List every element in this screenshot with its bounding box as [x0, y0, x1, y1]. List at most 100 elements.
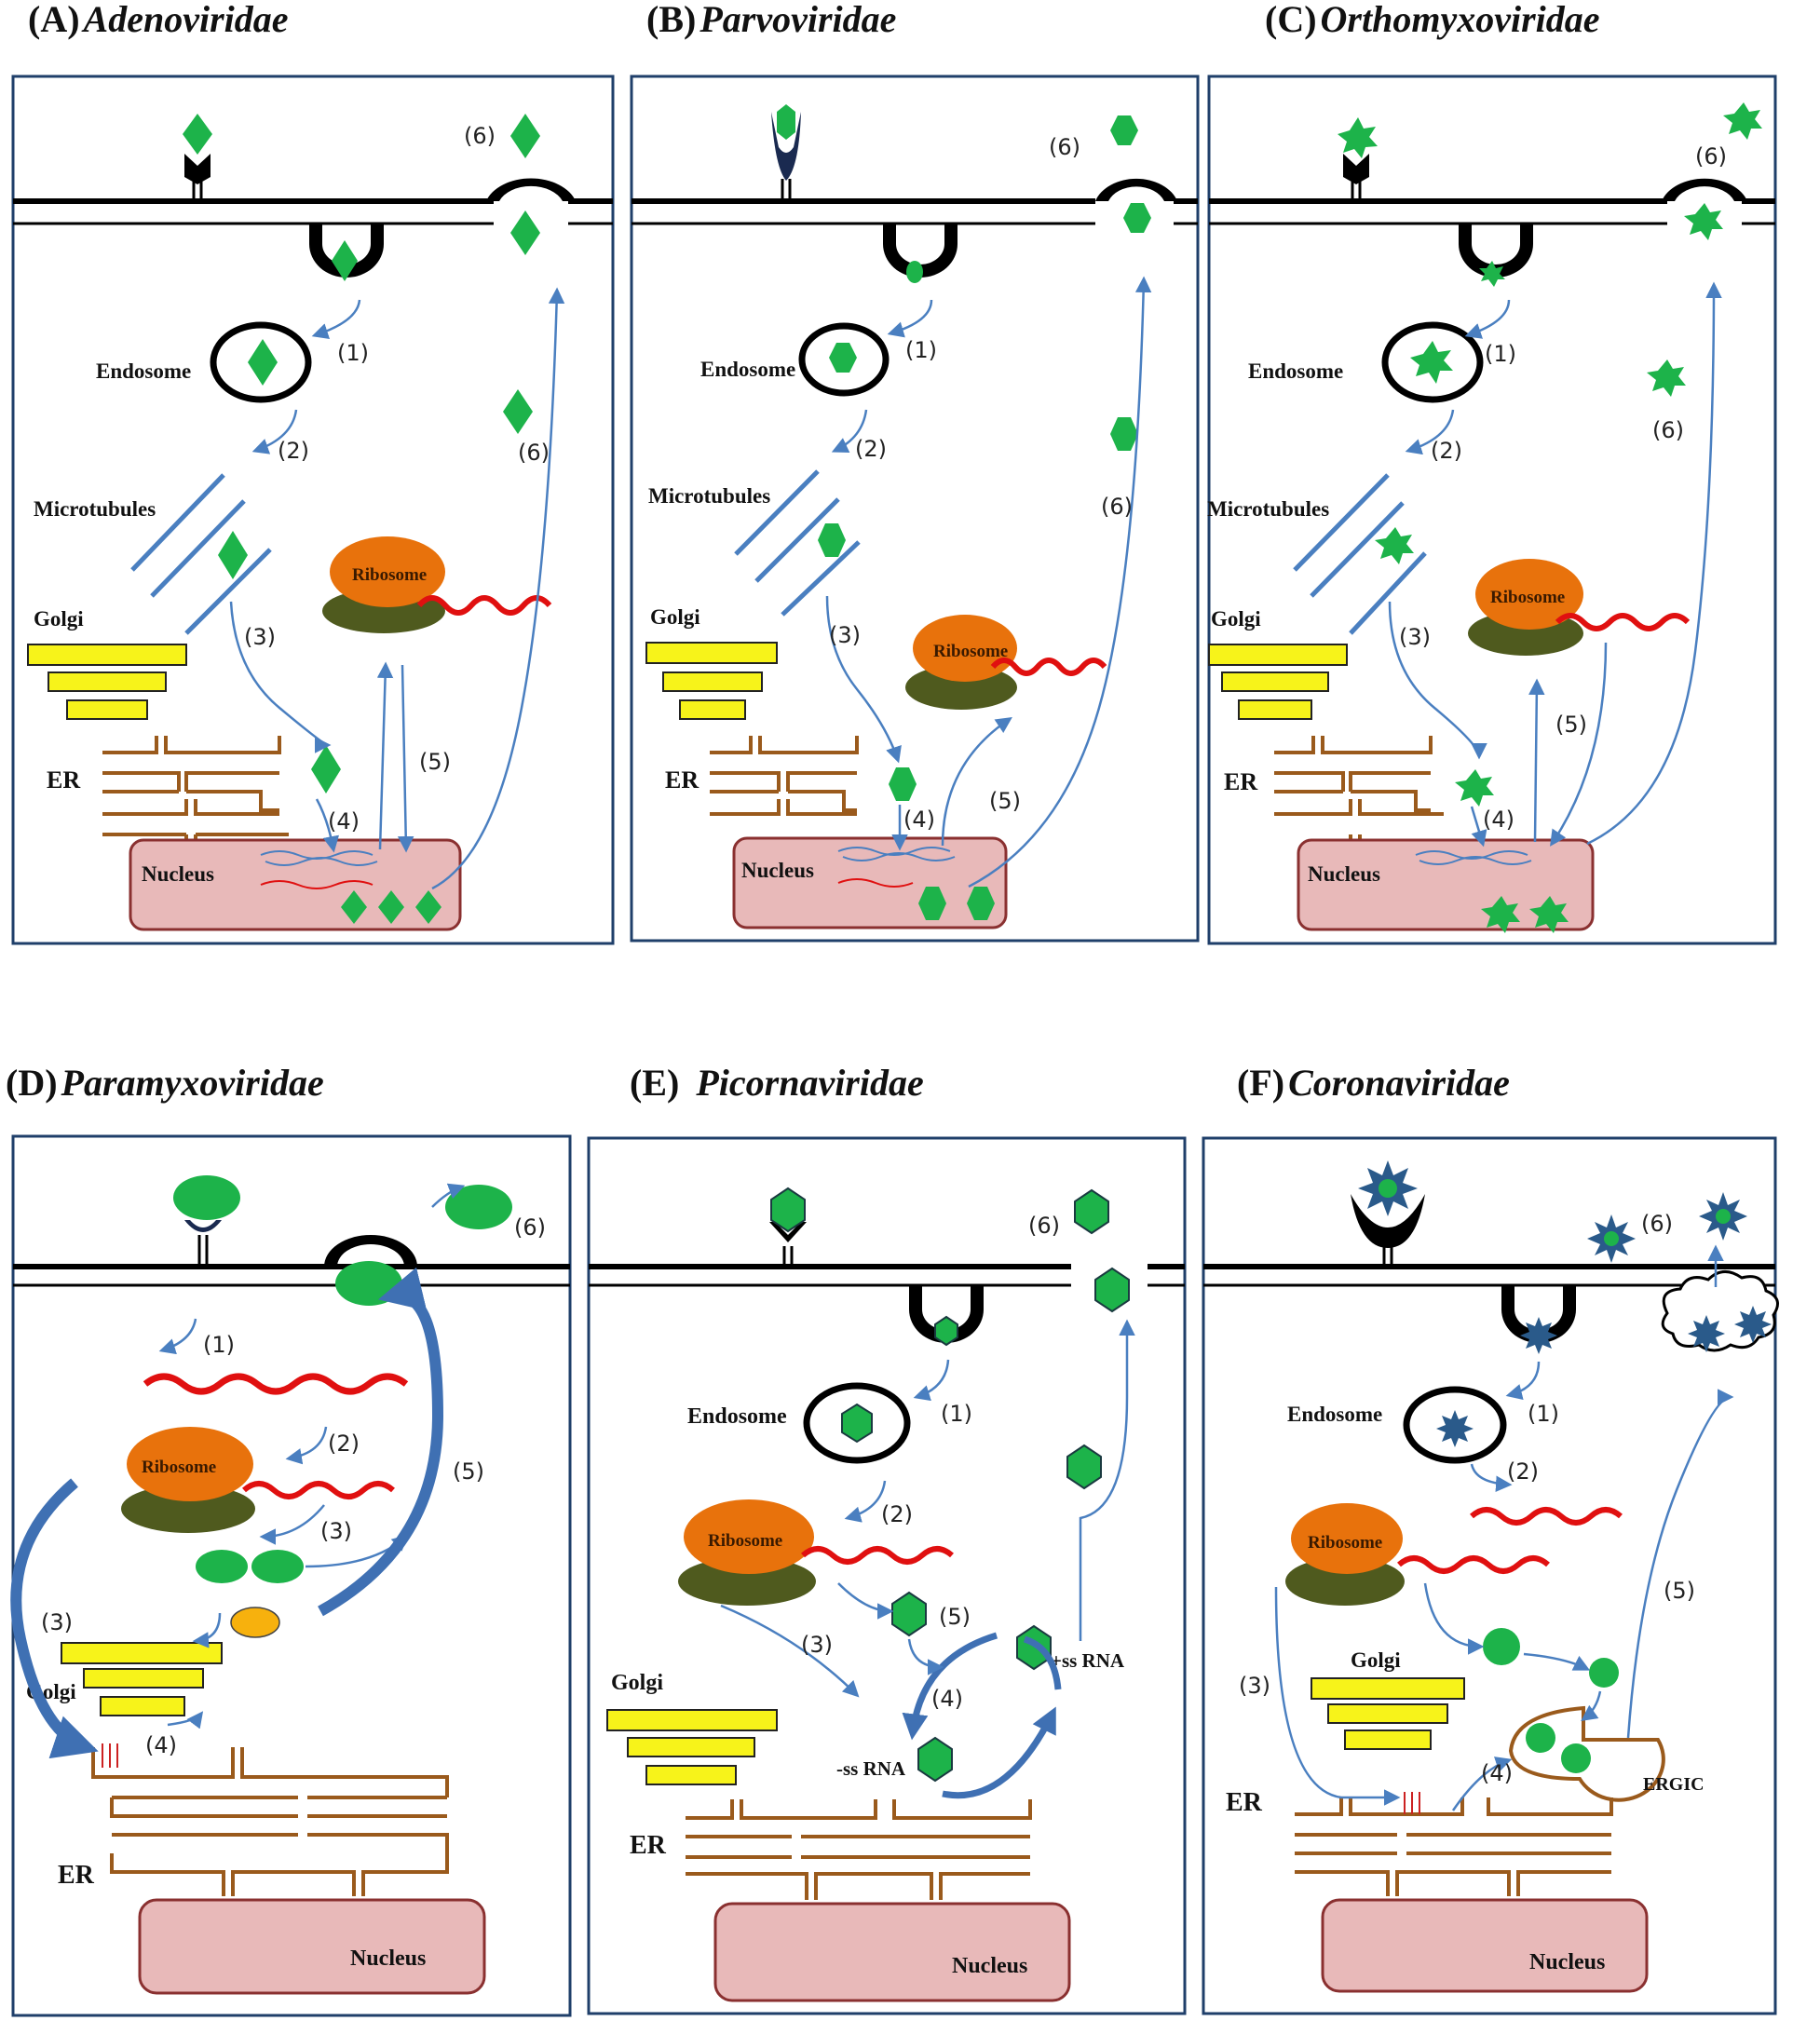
virus-particle — [1684, 203, 1723, 240]
step-3-label: (3) — [1239, 1673, 1270, 1699]
step-1-label: (1) — [1528, 1401, 1559, 1427]
nucleus-label: Nucleus — [1308, 862, 1380, 886]
step-4-label: (4) — [328, 808, 360, 834]
er-label: ER — [665, 766, 699, 793]
virus-particle — [841, 1403, 873, 1444]
virus-particle — [934, 1315, 958, 1347]
step-3-label: (3) — [320, 1518, 352, 1544]
receptor — [1351, 1194, 1425, 1267]
pathway-arrows — [720, 1319, 1135, 1698]
step-3-label: (3) — [244, 624, 276, 650]
virus-particle — [510, 210, 540, 255]
er-ribosomes — [1404, 1792, 1420, 1814]
viral-mrna-nuclear — [837, 878, 914, 888]
pathway-arrows — [1388, 281, 1722, 848]
step-6-label: (6) — [1049, 134, 1080, 160]
golgi — [645, 642, 778, 720]
step-6-label: (6) — [464, 123, 496, 149]
virus-particle — [183, 114, 212, 155]
ribosome-label: Ribosome — [352, 565, 427, 585]
virus-particle — [1436, 1410, 1474, 1447]
plasma-membrane — [589, 1264, 1185, 1287]
virus-particle — [917, 1736, 953, 1783]
er-ribosomes — [102, 1743, 118, 1768]
replication-cycle-arrow — [942, 1706, 1056, 1799]
replication-cycle-arrow — [1023, 1635, 1062, 1690]
virus-particle — [906, 261, 923, 283]
step-2-label: (2) — [881, 1501, 913, 1527]
er-label: ER — [630, 1831, 667, 1860]
endocytic-pit — [1501, 1285, 1576, 1343]
step-2-label: (2) — [328, 1431, 360, 1457]
mrna — [416, 595, 552, 616]
virus-particle — [173, 1175, 240, 1220]
ribosome-label: Ribosome — [708, 1531, 782, 1551]
virus-particle — [1110, 417, 1138, 451]
er-label: ER — [58, 1861, 95, 1890]
microtubules-label: Microtubules — [648, 484, 770, 508]
golgi-label: Golgi — [34, 607, 84, 631]
mrna — [242, 1481, 395, 1499]
step-5-label: (5) — [989, 788, 1021, 814]
er-label: ER — [1224, 768, 1257, 795]
pathway-arrows — [158, 1183, 466, 1729]
step-6-label: (6) — [1641, 1211, 1673, 1237]
golgi-label: Golgi — [611, 1671, 663, 1695]
virus-particle — [1723, 102, 1762, 140]
viral-rna — [143, 1373, 409, 1395]
virus-particle — [829, 343, 857, 373]
virus-particle — [1410, 341, 1453, 384]
virus-particle — [332, 240, 358, 281]
viral-protein — [1561, 1743, 1591, 1773]
viral-rna — [1470, 1507, 1623, 1526]
ribosome-large-subunit — [684, 1499, 814, 1574]
panel-a-title: (A) Adenoviridae — [28, 0, 289, 40]
viral-dna — [837, 847, 951, 856]
glycoprotein-vesicle — [230, 1607, 280, 1638]
nucleus — [138, 1898, 486, 1995]
step-5-label: (5) — [453, 1458, 484, 1485]
plasma-membrane — [13, 1264, 570, 1287]
ergic-label: ERGIC — [1643, 1774, 1705, 1795]
progeny-virions — [341, 890, 441, 924]
nucleus-label: Nucleus — [142, 862, 214, 886]
step-4-label: (4) — [903, 807, 935, 833]
step-6b-label: (6) — [1101, 494, 1133, 520]
endosome — [1403, 1386, 1507, 1464]
plasma-membrane — [1203, 1264, 1775, 1287]
mrna — [1397, 1555, 1550, 1574]
ribosome-small-subunit — [678, 1557, 816, 1606]
pathway-arrows — [1274, 1244, 1734, 1811]
cell-boundary — [1207, 75, 1777, 945]
microtubules-label: Microtubules — [34, 497, 156, 521]
step-6b-label: (6) — [518, 440, 550, 466]
virus-particle — [503, 389, 533, 434]
panel-b: (B) Parvoviridae Endosome Microtubules G… — [630, 0, 1200, 943]
panel-c: (C) Orthomyxoviridae Endosome Microtubul… — [1207, 0, 1777, 945]
step-3b-label: (3) — [41, 1609, 73, 1635]
ribosome-small-subunit — [1285, 1557, 1405, 1606]
step-6-label: (6) — [514, 1214, 546, 1241]
virus-particle — [889, 767, 917, 801]
viral-protein — [196, 1550, 248, 1583]
virus-particle — [1123, 203, 1151, 233]
mrna — [990, 658, 1107, 676]
virus-particle — [777, 104, 795, 140]
golgi — [27, 644, 187, 720]
step-1-label: (1) — [905, 337, 937, 363]
receptor — [1343, 154, 1369, 201]
step-5-label: (5) — [939, 1604, 971, 1630]
panel-f: (F) Coronaviridae Endosome — [1202, 1062, 1779, 2015]
plasma-membrane — [13, 198, 613, 225]
progeny-virions — [1481, 896, 1569, 933]
virus-particle — [1094, 1267, 1130, 1313]
microtubules — [130, 473, 272, 635]
endoplasmic-reticulum — [102, 736, 289, 853]
panel-b-title: (B) Parvoviridae — [646, 0, 896, 40]
budding-membrane — [486, 178, 576, 201]
ribosome-large-subunit — [330, 536, 445, 607]
endosome — [798, 322, 890, 397]
golgi-label: Golgi — [650, 605, 700, 629]
endosome — [803, 1382, 911, 1464]
microtubules-label: Microtubules — [1207, 497, 1329, 521]
